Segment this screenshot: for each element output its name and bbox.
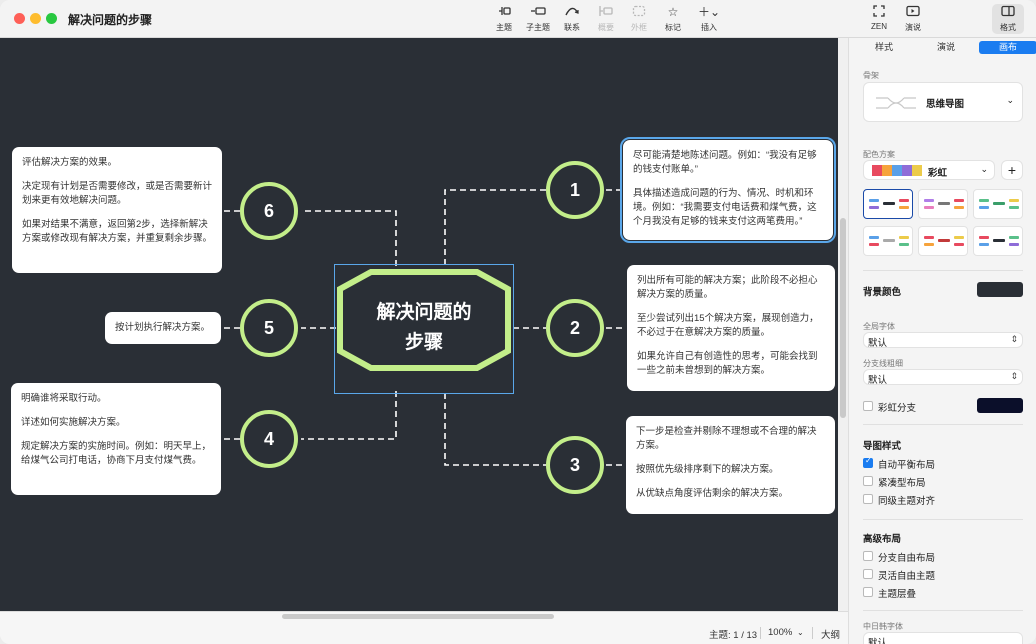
insert-button[interactable]: ＋⌄ 插入 — [689, 5, 729, 35]
panel-divider — [863, 424, 1023, 425]
step-6-note[interactable]: 评估解决方案的效果。 决定现有计划是否需要修改，或是否需要新计划来更有效地解决问… — [12, 147, 222, 273]
step-5-note[interactable]: 按计划执行解决方案。 — [105, 312, 221, 344]
status-divider — [760, 627, 761, 639]
panel-divider — [863, 610, 1023, 611]
cjk-font-select[interactable]: 默认 — [863, 632, 1023, 644]
panel-divider — [863, 519, 1023, 520]
format-button[interactable]: 格式 — [988, 5, 1028, 35]
rainbow-palette-preview — [872, 165, 922, 176]
chevron-down-icon: ⌄ — [980, 164, 988, 174]
step-node-2[interactable]: 2 — [546, 299, 604, 357]
cjk-font-label: 中日韩字体 — [863, 622, 903, 631]
document-title: 解决问题的步骤 — [68, 13, 153, 27]
step-node-6[interactable]: 6 — [240, 182, 298, 240]
branch-width-label: 分支线粗细 — [863, 359, 903, 368]
updown-chevron-icon: ⇕ — [1010, 334, 1018, 344]
central-topic-label[interactable]: 解决问题的 步骤 — [376, 302, 472, 353]
zoom-dropdown-icon[interactable]: ⌄ — [797, 628, 804, 637]
updown-chevron-icon: ⇕ — [1010, 371, 1018, 381]
tab-canvas[interactable]: 画布 — [979, 41, 1036, 54]
step-node-3[interactable]: 3 — [546, 436, 604, 494]
theme-thumb-3[interactable] — [973, 189, 1023, 219]
horizontal-scroll-thumb[interactable] — [282, 614, 554, 619]
topic-button[interactable]: 主题 — [484, 5, 524, 35]
global-font-select[interactable]: 默认 ⇕ — [863, 332, 1023, 349]
format-panel: 样式 演说 画布 骨架 思维导图 ⌄ 配色方案 彩虹 ⌄ + — [848, 38, 1036, 644]
panel-divider — [863, 270, 1023, 271]
branch-width-select[interactable]: 默认 ⇕ — [863, 369, 1023, 386]
global-font-label: 全局字体 — [863, 322, 895, 331]
mindmap-skeleton-icon — [876, 97, 916, 109]
step-node-5[interactable]: 5 — [240, 299, 298, 357]
marker-button[interactable]: ☆ 标记 — [653, 5, 693, 35]
relation-button[interactable]: 联系 — [552, 5, 592, 35]
summary-button[interactable]: 概要 — [586, 5, 626, 35]
add-color-scheme-button[interactable]: + — [1001, 160, 1023, 180]
zen-button[interactable]: ZEN — [859, 5, 899, 35]
canvas-vertical-scrollbar[interactable] — [838, 38, 848, 611]
step-node-4[interactable]: 4 — [240, 410, 298, 468]
status-divider — [812, 627, 813, 639]
color-scheme-label: 配色方案 — [863, 150, 895, 159]
bg-color-label: 背景颜色 — [863, 287, 902, 298]
skeleton-selector[interactable]: 思维导图 ⌄ — [863, 82, 1023, 122]
skeleton-label: 骨架 — [863, 71, 879, 80]
plus-chevron-icon: ＋⌄ — [697, 5, 721, 19]
outline-button[interactable]: 大纲 — [821, 630, 841, 641]
zoom-window-button[interactable] — [46, 13, 57, 24]
chevron-down-icon: ⌄ — [1006, 95, 1014, 105]
summary-bracket-icon — [586, 5, 626, 20]
minimize-window-button[interactable] — [30, 13, 41, 24]
central-topic-hexagon[interactable] — [337, 269, 511, 371]
rainbow-branch-color-swatch[interactable] — [977, 398, 1023, 413]
step-1-note[interactable]: 尽可能清楚地陈述问题。例如：“我没有足够的钱支付账单。” 具体描述造成问题的行为… — [620, 137, 836, 243]
sidebar-panel-icon — [988, 5, 1028, 20]
presentation-play-icon — [893, 5, 933, 20]
add-subtopic-icon — [518, 5, 558, 20]
presentation-button[interactable]: 演说 — [893, 5, 933, 35]
close-window-button[interactable] — [14, 13, 25, 24]
theme-thumb-4[interactable] — [863, 226, 913, 256]
boundary-box-icon — [619, 5, 659, 20]
theme-thumb-2[interactable] — [918, 189, 968, 219]
title-bar: 解决问题的步骤 主题 子主题 联系 概要 — [0, 0, 1036, 38]
theme-thumb-1[interactable] — [863, 189, 913, 219]
boundary-button[interactable]: 外框 — [619, 5, 659, 35]
mindmap-canvas[interactable]: 解决问题的 步骤 1 2 3 4 5 6 尽可能清楚地陈述问题。例如：“我没有足… — [0, 38, 838, 611]
plus-icon: + — [1007, 162, 1017, 178]
tab-style[interactable]: 样式 — [874, 42, 893, 52]
step-2-note[interactable]: 列出所有可能的解决方案；此阶段不必担心解决方案的质量。 至少尝试列出15个解决方… — [627, 265, 835, 391]
topic-counter: 主题: 1 / 13 — [709, 630, 758, 641]
status-bar: 主题: 1 / 13 100% ⌄ 大纲 — [0, 611, 848, 644]
map-style-label: 导图样式 — [863, 441, 902, 452]
vertical-scroll-thumb[interactable] — [840, 218, 846, 418]
zoom-level[interactable]: 100% — [768, 627, 793, 638]
add-topic-icon — [484, 5, 524, 20]
connector-lines — [221, 189, 626, 466]
theme-thumb-5[interactable] — [918, 226, 968, 256]
star-icon: ☆ — [667, 5, 679, 19]
step-node-1[interactable]: 1 — [546, 161, 604, 219]
color-scheme-selector[interactable]: 彩虹 ⌄ — [863, 160, 995, 180]
format-panel-toggle-bg — [992, 4, 1024, 34]
advanced-layout-label: 高级布局 — [863, 534, 902, 545]
step-4-note[interactable]: 明确谁将采取行动。 详述如何实施解决方案。 规定解决方案的实施时间。例如：明天早… — [11, 383, 221, 495]
central-topic-selection[interactable] — [334, 264, 514, 394]
theme-thumb-6[interactable] — [973, 226, 1023, 256]
subtopic-button[interactable]: 子主题 — [518, 5, 558, 35]
tab-present[interactable]: 演说 — [936, 42, 955, 52]
step-3-note[interactable]: 下一步是检查并剔除不理想或不合理的解决方案。 按照优先级排序剩下的解决方案。 从… — [626, 416, 835, 514]
bg-color-swatch[interactable] — [977, 282, 1023, 297]
zen-expand-icon — [859, 5, 899, 20]
panel-tabs: 样式 演说 画布 — [855, 41, 1036, 54]
relation-curve-icon — [552, 5, 592, 20]
